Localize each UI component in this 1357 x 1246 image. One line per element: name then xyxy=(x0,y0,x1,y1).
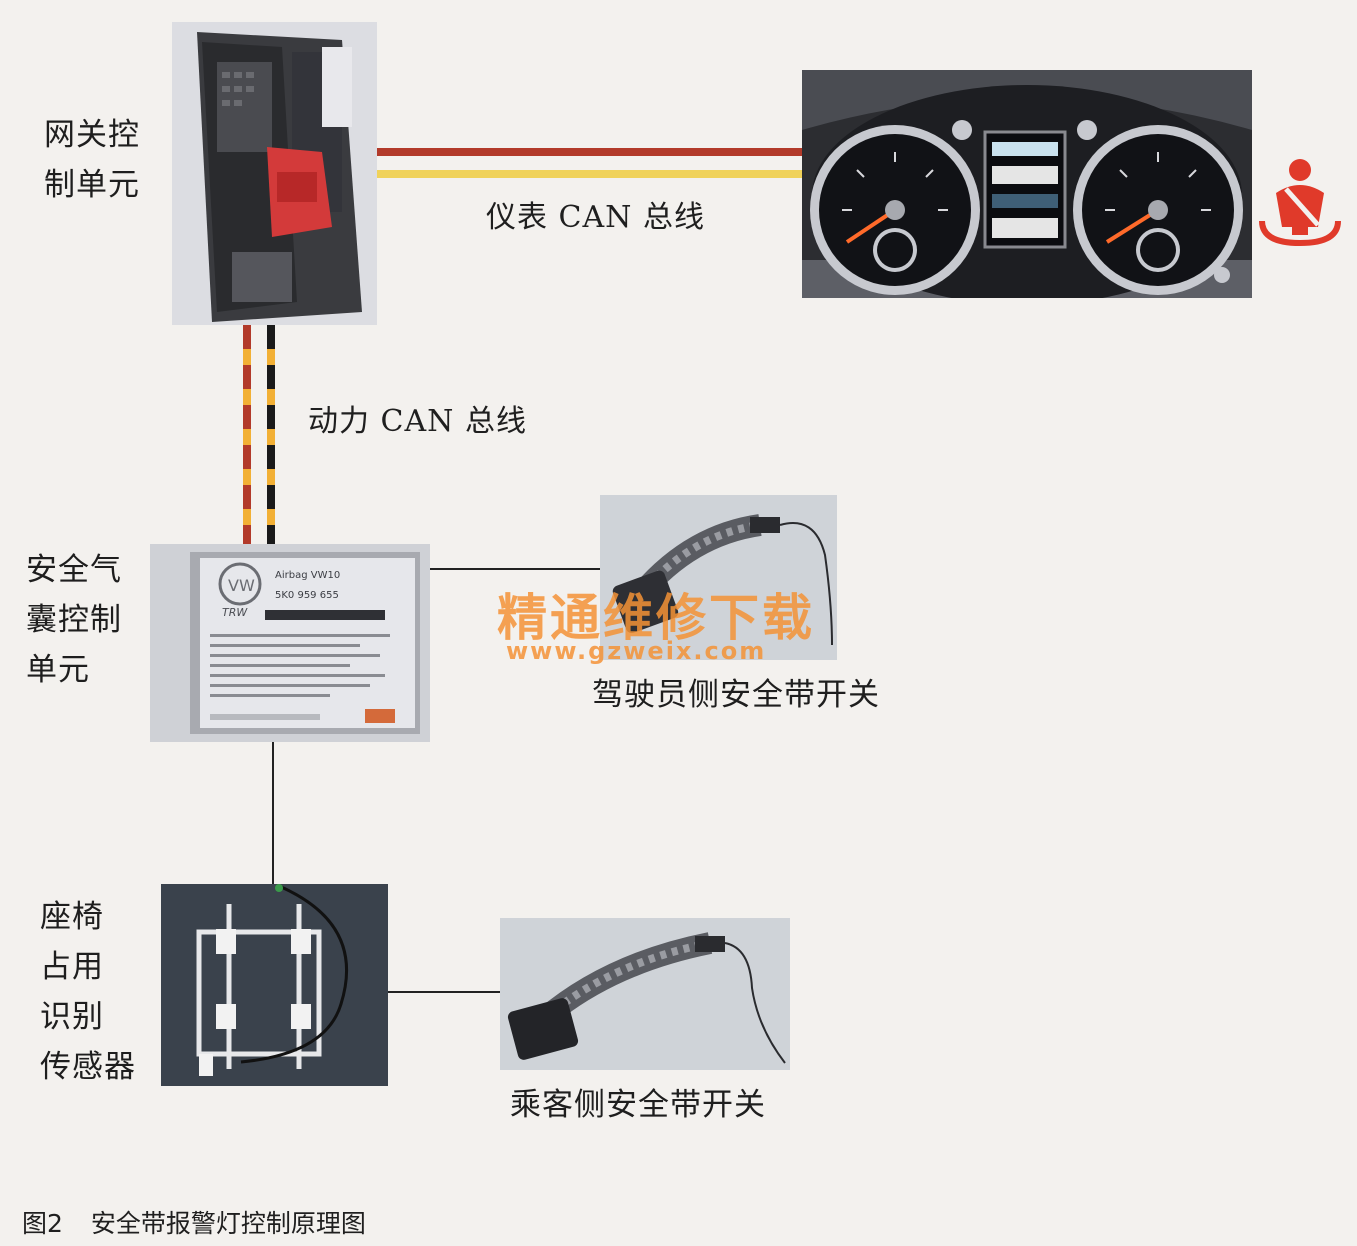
instrument-can-bus-red-wire xyxy=(377,148,802,156)
airbag-sticker-vw-logo: VW xyxy=(228,576,255,595)
airbag-control-unit-label: 安全气 囊控制 单元 xyxy=(26,552,122,688)
seat-occupancy-sensor-image xyxy=(161,884,388,1086)
gateway-control-unit-label: 网关控 制单元 xyxy=(44,117,140,203)
figure-title: 安全带报警灯控制原理图 xyxy=(90,1209,366,1238)
passenger-switch-graphic xyxy=(500,918,790,1070)
airbag-to-driver-switch-wire xyxy=(430,568,600,570)
instrument-cluster-graphic xyxy=(802,70,1252,298)
seatbelt-warning-icon xyxy=(1258,155,1343,250)
powertrain-can-bus-black-wire xyxy=(267,325,275,547)
airbag-sticker-line1: Airbag VW10 xyxy=(275,570,340,581)
airbag-sticker-line2: 5K0 959 655 xyxy=(275,590,339,601)
figure-number: 图2 xyxy=(22,1209,63,1238)
seat-occupancy-sensor-label: 座椅 占用 识别 传感器 xyxy=(40,899,136,1085)
gateway-module-graphic xyxy=(172,22,377,325)
passenger-seatbelt-switch-label: 乘客侧安全带开关 xyxy=(510,1087,766,1123)
seat-sensor-graphic xyxy=(161,884,388,1086)
instrument-cluster-image xyxy=(802,70,1252,298)
airbag-module-graphic: VW TRW Airbag VW10 5K0 959 655 xyxy=(150,544,430,742)
airbag-sticker-brand: TRW xyxy=(222,606,248,619)
airbag-to-seat-sensor-wire xyxy=(272,742,274,884)
airbag-control-unit-image: VW TRW Airbag VW10 5K0 959 655 xyxy=(150,544,430,742)
passenger-seatbelt-switch-image xyxy=(500,918,790,1070)
figure-caption: 图2 安全带报警灯控制原理图 xyxy=(22,1204,366,1240)
instrument-can-bus-label: 仪表 CAN 总线 xyxy=(486,200,705,235)
instrument-can-bus-yellow-wire xyxy=(377,170,802,178)
powertrain-can-bus-label: 动力 CAN 总线 xyxy=(308,404,527,439)
powertrain-can-bus-red-wire xyxy=(243,325,251,547)
watermark-text: 精通维修下载 xyxy=(497,589,815,647)
driver-seatbelt-switch-image xyxy=(600,495,837,660)
watermark-url: www.gzweix.com xyxy=(506,637,767,665)
driver-switch-graphic xyxy=(600,495,837,660)
seat-sensor-to-passenger-switch-wire xyxy=(388,991,500,993)
gateway-control-unit-image xyxy=(172,22,377,325)
driver-seatbelt-switch-label: 驾驶员侧安全带开关 xyxy=(592,677,880,713)
